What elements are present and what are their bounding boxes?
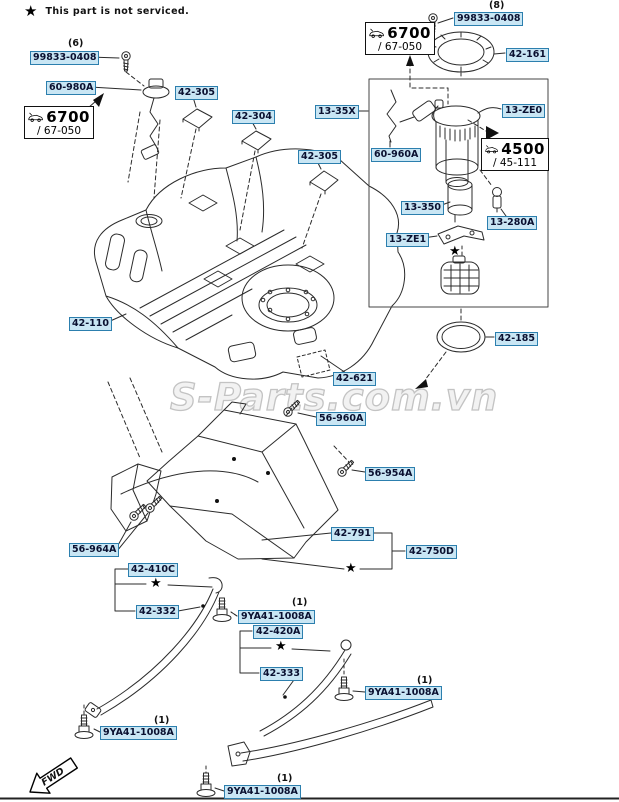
qty-marker: (6) (68, 38, 84, 49)
strap-1-drawing (74, 568, 238, 739)
qty-marker: (1) (292, 597, 308, 608)
part-label-42-332[interactable]: 42-332 (136, 605, 179, 619)
part-label-60-980A[interactable]: 60-980A (46, 81, 97, 95)
part-label-9YA41-1008Ad[interactable]: 9YA41-1008A (224, 785, 301, 799)
gasket-drawing (415, 308, 495, 389)
part-label-9YA41-1008A[interactable]: 9YA41-1008A (238, 610, 315, 624)
part-label-13-280A[interactable]: 13-280A (487, 216, 538, 230)
up-arrow (406, 55, 414, 66)
side-bracket-drawing (110, 463, 259, 552)
qty-marker: (8) (489, 0, 505, 11)
section-sub: / 45-111 (492, 157, 538, 169)
part-label-9YA41-1008Ac[interactable]: 9YA41-1008A (100, 726, 177, 740)
section-sub: / 67-050 (36, 125, 82, 137)
section-ref-6700-left[interactable]: 6700 / 67-050 (24, 106, 94, 139)
car-icon (28, 112, 43, 122)
fuel-gauge-sender-drawing (87, 51, 170, 199)
part-label-42-305[interactable]: 42-305 (175, 86, 218, 100)
part-label-42-185[interactable]: 42-185 (495, 332, 538, 346)
part-label-42-410C[interactable]: 42-410C (128, 563, 178, 577)
qty-marker: (1) (154, 715, 170, 726)
part-label-13-350[interactable]: 13-350 (401, 201, 444, 215)
part-label-56-964A[interactable]: 56-964A (69, 543, 120, 557)
note-text: This part is not serviced. (45, 6, 190, 17)
star-marker-shield-set: ★ (345, 561, 357, 576)
section-sub: / 67-050 (377, 41, 423, 53)
part-label-99833-0408[interactable]: 99833-0408 (30, 51, 100, 65)
detail-box-frame (368, 78, 549, 308)
car-icon (485, 144, 498, 153)
part-label-42-161[interactable]: 42-161 (506, 48, 549, 62)
part-label-9YA41-1008Ab[interactable]: 9YA41-1008A (365, 686, 442, 700)
section-ref-6700-top[interactable]: 6700 / 67-050 (365, 22, 435, 55)
part-label-42-110[interactable]: 42-110 (69, 317, 112, 331)
section-code: 4500 (501, 140, 545, 158)
section-code: 6700 (387, 24, 431, 42)
part-label-42-333[interactable]: 42-333 (260, 667, 303, 681)
section-code: 6700 (46, 108, 90, 126)
star-icon: ★ (24, 2, 38, 20)
part-label-42-791[interactable]: 42-791 (331, 527, 374, 541)
qty-marker: (1) (277, 773, 293, 784)
heat-shield-drawing (107, 377, 366, 560)
star-marker-strainer: ★ (449, 244, 461, 259)
fwd-arrow: FWD (29, 757, 79, 794)
shield-group-bracket (261, 532, 406, 570)
part-label-13-ZE0[interactable]: 13-ZE0 (502, 104, 546, 118)
part-label-13-35X[interactable]: 13-35X (315, 105, 359, 119)
part-label-56-960A[interactable]: 56-960A (316, 412, 367, 426)
section-ref-4500[interactable]: 4500 / 45-111 (481, 138, 549, 171)
part-label-42-304[interactable]: 42-304 (232, 110, 275, 124)
part-label-42-420A[interactable]: 42-420A (253, 625, 304, 639)
fuel-tank-drawing (94, 148, 406, 380)
star-marker-strap-set-1: ★ (150, 576, 162, 591)
tank-leaders (107, 313, 347, 374)
star-marker-strap-set-2: ★ (275, 639, 287, 654)
strap-2-drawing (196, 630, 434, 797)
part-label-60-960A[interactable]: 60-960A (371, 148, 422, 162)
car-icon (369, 28, 384, 38)
qty-marker: (1) (417, 675, 433, 686)
detail-box-leader (409, 61, 449, 105)
part-label-42-621[interactable]: 42-621 (333, 372, 376, 386)
fuel-pump-unit-drawing (351, 89, 507, 295)
not-serviced-note: ★ This part is not serviced. (24, 4, 189, 19)
part-label-99833-0408b[interactable]: 99833-0408 (454, 12, 524, 26)
part-label-56-954A[interactable]: 56-954A (365, 467, 416, 481)
part-label-13-ZE1[interactable]: 13-ZE1 (386, 233, 430, 247)
part-label-42-305b[interactable]: 42-305 (298, 150, 341, 164)
part-label-42-750D[interactable]: 42-750D (406, 545, 457, 559)
